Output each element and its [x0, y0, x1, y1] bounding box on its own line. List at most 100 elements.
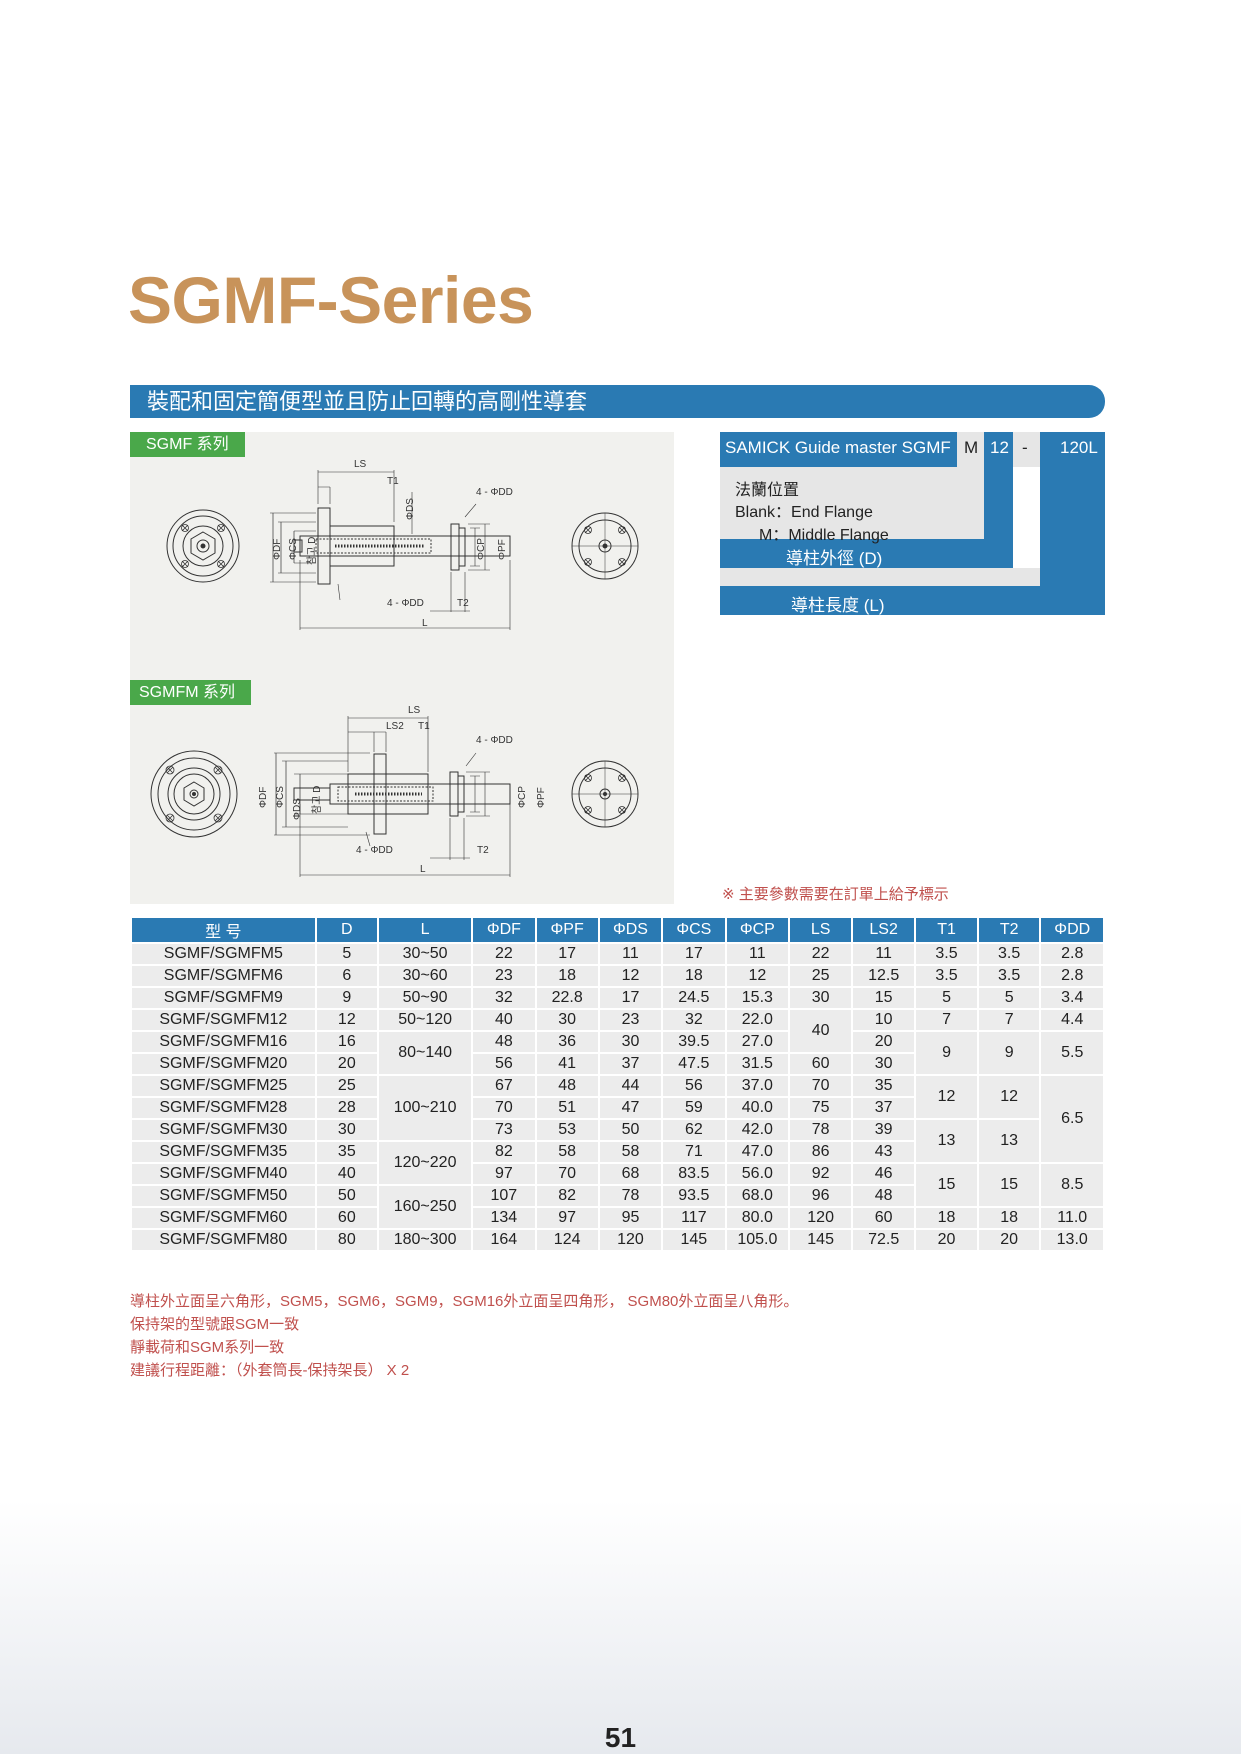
cell-cs: 59: [661, 1096, 727, 1120]
cell-ls2: 10: [851, 1008, 917, 1032]
cell-df: 73: [471, 1118, 537, 1142]
cell-ds: 120: [597, 1228, 664, 1252]
cell-model: SGMF/SGMFM12: [130, 1008, 317, 1032]
cell-df: 164: [471, 1228, 537, 1252]
cell-pf: 51: [534, 1096, 600, 1120]
technical-drawing: LS T1 4 - ΦDD 4 - ΦDD T2 L ΦDS ΦDF ΦCS 참…: [150, 459, 639, 877]
cell-pf: 97: [534, 1206, 600, 1230]
order-flange-code: M: [964, 438, 979, 457]
cell-t2: 20: [976, 1228, 1042, 1252]
cell-model: SGMF/SGMFM30: [130, 1118, 317, 1142]
cell-cp: 80.0: [724, 1206, 791, 1230]
cell-ls: 92: [788, 1162, 854, 1186]
cell-t2: 15: [976, 1162, 1042, 1208]
cell-df: 23: [471, 964, 537, 988]
order-code-diagram: SAMICK Guide master SGMF M 12 - 120L 法蘭位…: [720, 432, 1105, 615]
cell-model: SGMF/SGMFM20: [130, 1052, 317, 1076]
cell-d: 20: [314, 1052, 380, 1076]
cell-d: 30: [314, 1118, 380, 1142]
cell-t2: 9: [976, 1030, 1042, 1076]
cell-l: 30~60: [377, 964, 474, 988]
cell-ls2: 72.5: [851, 1228, 917, 1252]
technical-drawing-panel: LS T1 4 - ΦDD 4 - ΦDD T2 L ΦDS ΦDF ΦCS 참…: [130, 432, 674, 904]
cell-cs: 47.5: [661, 1052, 727, 1076]
th-l: L: [377, 916, 474, 944]
cell-model: SGMF/SGMFM25: [130, 1074, 317, 1098]
sgmf-front-view: [166, 509, 240, 583]
dim-pf-b: ΦPF: [536, 787, 547, 808]
cell-ls2: 12.5: [851, 964, 917, 988]
cell-df: 67: [471, 1074, 537, 1098]
cell-model: SGMF/SGMFM80: [130, 1228, 317, 1252]
cell-df: 97: [471, 1162, 537, 1186]
cell-ls2: 48: [851, 1184, 917, 1208]
cell-t2: 3.5: [976, 942, 1042, 966]
cell-ds: 23: [597, 1008, 664, 1032]
table-row: SGMF/SGMFM6 6 30~60 23 18 12 18 12 25 12…: [130, 964, 1105, 988]
cell-ds: 50: [597, 1118, 664, 1142]
dim-df: ΦDF: [272, 539, 283, 560]
dim-t2: T2: [457, 598, 469, 609]
cell-cs: 56: [661, 1074, 727, 1098]
cell-model: SGMF/SGMFM16: [130, 1030, 317, 1054]
cell-cs: 83.5: [661, 1162, 727, 1186]
page-number: 51: [604, 1722, 637, 1753]
footnote: 導柱外立面呈六角形，SGM5，SGM6，SGM9，SGM16外立面呈四角形， S…: [130, 1293, 799, 1310]
cell-df: 32: [471, 986, 537, 1010]
cell-t2: 13: [976, 1118, 1042, 1164]
sgmfm-series-tag: SGMFM 系列: [130, 680, 251, 705]
section-banner: 裝配和固定簡便型並且防止回轉的高剛性導套: [130, 385, 1105, 418]
table-row: SGMF/SGMFM60 60 134 97 95 117 80.0 120 6…: [130, 1206, 1105, 1230]
cell-ls2: 37: [851, 1096, 917, 1120]
order-dash: -: [1022, 438, 1028, 457]
cell-ls2: 43: [851, 1140, 917, 1164]
footnotes: 導柱外立面呈六角形，SGM5，SGM6，SGM9，SGM16外立面呈四角形， S…: [130, 1290, 798, 1382]
sgmfm-front-view: [150, 750, 238, 838]
cell-t2: 18: [976, 1206, 1042, 1230]
cell-ds: 78: [597, 1184, 664, 1208]
dim-ds: ΦDS: [405, 498, 416, 520]
dim-cp: ΦCP: [476, 538, 487, 560]
table-row: SGMF/SGMFM40 40 97 70 68 83.5 56.0 92 46…: [130, 1162, 1105, 1208]
cell-pf: 53: [534, 1118, 600, 1142]
cell-df: 70: [471, 1096, 537, 1120]
cell-d: 6: [314, 964, 380, 988]
cell-dd: 8.5: [1039, 1162, 1105, 1208]
cell-l: 30~50: [377, 942, 474, 966]
cell-dd: 13.0: [1039, 1228, 1105, 1252]
cell-ls2: 46: [851, 1162, 917, 1186]
cell-df: 82: [471, 1140, 537, 1164]
cell-cs: 71: [661, 1140, 727, 1164]
cell-model: SGMF/SGMFM5: [130, 942, 317, 966]
cell-cp: 56.0: [724, 1162, 791, 1186]
cell-dd: 3.4: [1039, 986, 1105, 1010]
cell-ls: 78: [788, 1118, 854, 1142]
th-cp: ΦCP: [724, 916, 791, 944]
table-row: SGMF/SGMFM9 9 50~90 32 22.8 17 24.5 15.3…: [130, 986, 1105, 1010]
th-t1: T1: [914, 916, 979, 944]
cell-model: SGMF/SGMFM6: [130, 964, 317, 988]
cell-pf: 18: [534, 964, 600, 988]
cell-ds: 12: [597, 964, 664, 988]
cell-pf: 41: [534, 1052, 600, 1076]
cell-pf: 124: [534, 1228, 600, 1252]
dim-l-b: L: [420, 864, 426, 875]
cell-ls2: 60: [851, 1206, 917, 1230]
cell-d: 5: [314, 942, 380, 966]
footnote: 保持架的型號跟SGM一致: [130, 1316, 300, 1333]
cell-ls: 86: [788, 1140, 854, 1164]
cell-ls: 70: [788, 1074, 854, 1098]
cell-dd: 6.5: [1039, 1074, 1105, 1164]
cell-df: 40: [471, 1008, 537, 1032]
cell-t2: 5: [976, 986, 1042, 1010]
th-ls2: LS2: [851, 916, 917, 944]
cell-dd: 5.5: [1039, 1030, 1105, 1076]
cell-cp: 11: [724, 942, 791, 966]
cell-ds: 47: [597, 1096, 664, 1120]
cell-cp: 42.0: [724, 1118, 791, 1142]
cell-l: 80~140: [377, 1030, 474, 1076]
footnote: 建議行程距離：（外套筒長-保持架長） X 2: [130, 1362, 410, 1379]
th-pf: ΦPF: [534, 916, 600, 944]
cell-dd: 11.0: [1039, 1206, 1105, 1230]
dim-df-b: ΦDF: [258, 787, 269, 808]
